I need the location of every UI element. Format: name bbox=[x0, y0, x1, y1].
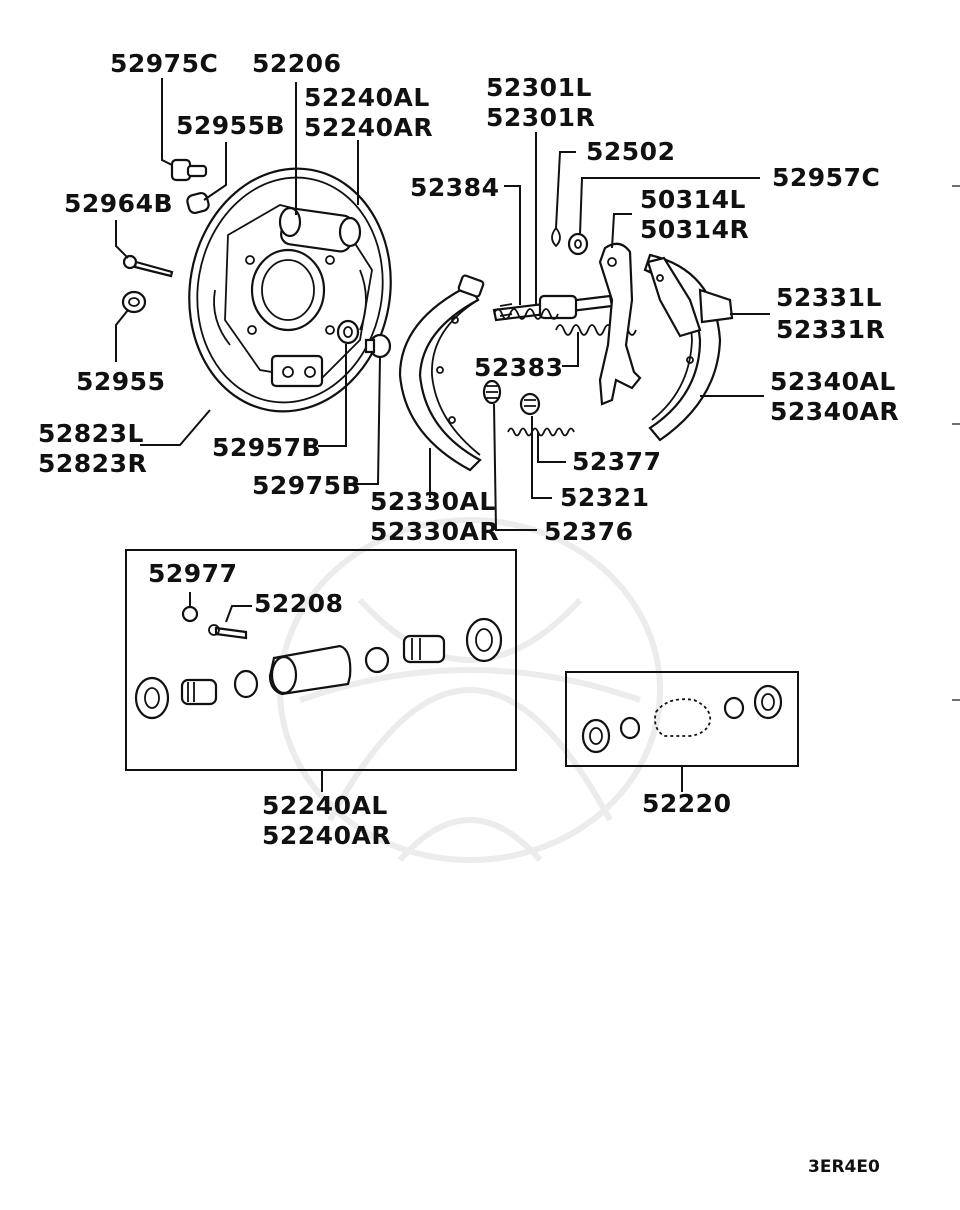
diagram-code: 3ER4E0 bbox=[808, 1157, 880, 1177]
wheel-cylinder-exploded bbox=[134, 605, 503, 720]
part-labels-top: 52975C 52206 52240AL 52240AR 52955B 5296… bbox=[38, 49, 899, 546]
label-52377: 52377 bbox=[572, 447, 661, 476]
label-52220: 52220 bbox=[642, 789, 731, 818]
nut-52955 bbox=[121, 290, 147, 314]
label-52208: 52208 bbox=[254, 589, 343, 618]
leader-lines-kit bbox=[189, 592, 323, 792]
bolt-52975c bbox=[170, 158, 208, 182]
spring-52376 bbox=[482, 379, 502, 405]
edge-ticks bbox=[952, 185, 960, 701]
label-52977: 52977 bbox=[148, 559, 237, 588]
label-52957c: 52957C bbox=[772, 163, 880, 192]
label-52240al-bottom: 52240AL bbox=[262, 791, 388, 820]
adjuster-52301 bbox=[492, 294, 614, 322]
label-52975b: 52975B bbox=[252, 471, 361, 500]
label-52823l: 52823L bbox=[38, 419, 144, 448]
label-52955b: 52955B bbox=[176, 111, 285, 140]
brake-shoe-52340 bbox=[643, 253, 734, 442]
label-52330ar: 52330AR bbox=[370, 517, 499, 546]
label-52240ar-top: 52240AR bbox=[304, 113, 433, 142]
label-52301r: 52301R bbox=[486, 103, 595, 132]
backing-plate bbox=[188, 167, 392, 413]
label-52376: 52376 bbox=[544, 517, 633, 546]
label-52331l: 52331L bbox=[776, 283, 882, 312]
label-52340ar: 52340AR bbox=[770, 397, 899, 426]
label-52331r: 52331R bbox=[776, 315, 885, 344]
spring-52321 bbox=[519, 392, 541, 416]
label-52240ar-bottom: 52240AR bbox=[262, 821, 391, 850]
label-52957b: 52957B bbox=[212, 433, 321, 462]
label-52975c: 52975C bbox=[110, 49, 218, 78]
label-52301l: 52301L bbox=[486, 73, 592, 102]
label-52384: 52384 bbox=[410, 173, 499, 202]
washer-52957b bbox=[336, 319, 360, 345]
leader-lines-top bbox=[115, 78, 770, 531]
clip-52502 bbox=[551, 226, 561, 248]
bleeder-52975b bbox=[364, 333, 392, 359]
label-52955: 52955 bbox=[76, 367, 165, 396]
watermark-emblem bbox=[277, 517, 663, 863]
label-52383: 52383 bbox=[474, 353, 563, 382]
spring-52384 bbox=[493, 308, 559, 320]
brake-shoe-52330 bbox=[398, 274, 485, 472]
label-52330al: 52330AL bbox=[370, 487, 496, 516]
repair-kit-parts bbox=[581, 684, 783, 754]
label-52823r: 52823R bbox=[38, 449, 147, 478]
label-52321: 52321 bbox=[560, 483, 649, 512]
label-52340al: 52340AL bbox=[770, 367, 896, 396]
bolt-52964b bbox=[122, 254, 174, 278]
label-50314r: 50314R bbox=[640, 215, 749, 244]
lever-50314 bbox=[598, 242, 642, 406]
label-52502: 52502 bbox=[586, 137, 675, 166]
label-50314l: 50314L bbox=[640, 185, 746, 214]
label-52240al-top: 52240AL bbox=[304, 83, 430, 112]
washer-52957c bbox=[567, 232, 589, 256]
label-52206: 52206 bbox=[252, 49, 341, 78]
label-52964b: 52964B bbox=[64, 189, 173, 218]
spring-52377 bbox=[507, 427, 575, 437]
cap-52955b bbox=[186, 191, 210, 215]
